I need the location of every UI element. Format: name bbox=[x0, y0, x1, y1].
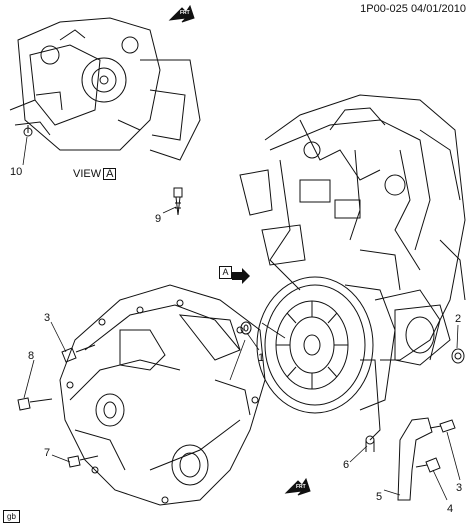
diagram-date: 04/01/2010 bbox=[410, 3, 466, 15]
nut-2 bbox=[451, 348, 465, 364]
bolt-4 bbox=[415, 457, 441, 473]
callout-3-right: 3 bbox=[456, 482, 463, 494]
frt-label-top: FRT bbox=[180, 10, 190, 16]
view-letter-box: A bbox=[103, 168, 117, 180]
diagram-code-number: 1P00-025 bbox=[360, 3, 408, 15]
callout-1: 1 bbox=[258, 352, 265, 364]
bolt-3-left bbox=[61, 344, 96, 363]
callout-3-left: 3 bbox=[44, 312, 51, 324]
bolt-8 bbox=[17, 397, 53, 411]
view-a-arrow bbox=[232, 268, 250, 284]
callout-7: 7 bbox=[44, 447, 51, 459]
view-label-text: VIEW bbox=[73, 168, 102, 180]
callout-6: 6 bbox=[343, 459, 350, 471]
frt-arrow-top bbox=[168, 4, 195, 23]
dowel-bushing bbox=[240, 321, 252, 335]
starter-motor bbox=[394, 304, 451, 366]
bolt-7 bbox=[67, 455, 99, 468]
callout-4: 4 bbox=[447, 503, 454, 515]
callout-5: 5 bbox=[376, 491, 383, 503]
leader-lines bbox=[22, 136, 461, 501]
inset-view-a bbox=[9, 17, 201, 161]
diagram-code: 1P00-025 04/01/2010 bbox=[360, 4, 466, 15]
bolt-9 bbox=[173, 187, 183, 216]
view-a-marker: A bbox=[219, 266, 232, 279]
bracket-5 bbox=[360, 359, 433, 501]
clutch-pressure-plate bbox=[256, 276, 396, 414]
transmission-case bbox=[59, 284, 266, 506]
gb-badge: gb bbox=[3, 510, 20, 523]
callout-10: 10 bbox=[10, 166, 23, 178]
engine-block bbox=[239, 94, 466, 361]
callout-9: 9 bbox=[155, 213, 162, 225]
frt-arrow-bottom bbox=[284, 477, 311, 496]
callout-2: 2 bbox=[455, 313, 462, 325]
callout-8: 8 bbox=[28, 350, 35, 362]
bushing-6 bbox=[365, 435, 375, 452]
frt-label-bottom: FRT bbox=[296, 484, 306, 490]
bolt-3-right bbox=[429, 419, 456, 433]
